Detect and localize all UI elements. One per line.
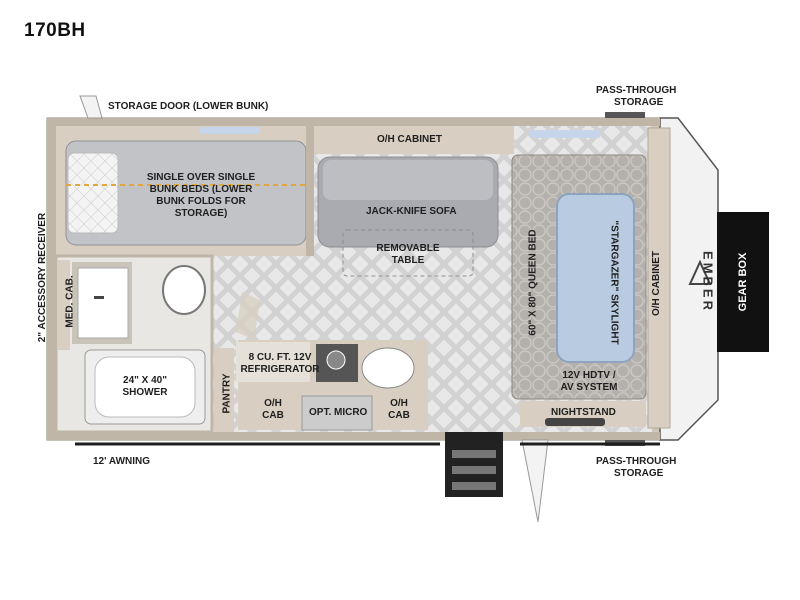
shower-label: 24" X 40" SHOWER bbox=[122, 375, 168, 398]
model-title: 170BH bbox=[24, 20, 86, 41]
bunk-beds-label: SINGLE OVER SINGLE BUNK BEDS (LOWER BUNK… bbox=[146, 172, 256, 219]
pass-through-bottom-line1: PASS-THROUGH bbox=[596, 456, 677, 467]
accessory-receiver-label: 2" ACCESSORY RECEIVER bbox=[37, 212, 49, 343]
removable-table bbox=[342, 229, 474, 277]
storage-door-label: STORAGE DOOR (LOWER BUNK) bbox=[108, 101, 269, 112]
brand-logo: EMBER bbox=[700, 251, 716, 313]
pass-through-bottom-line2: STORAGE bbox=[614, 468, 664, 479]
gear-box: GEAR BOX bbox=[717, 212, 769, 352]
oh-cabinet-right-label: O/H CABINET bbox=[651, 251, 662, 316]
pantry bbox=[214, 348, 234, 432]
oh-cabinet-right bbox=[647, 127, 671, 429]
stargazer-skylight bbox=[556, 193, 635, 363]
oh-cab-right-label: O/H CAB bbox=[388, 398, 410, 421]
kitchen-sink bbox=[361, 347, 415, 389]
jack-knife-sofa-label: JACK-KNIFE SOFA bbox=[366, 206, 457, 217]
pass-through-top-line1: PASS-THROUGH bbox=[596, 85, 677, 96]
hdtv-label: 12V HDTV / AV SYSTEM bbox=[560, 370, 618, 393]
nightstand-label: NIGHTSTAND bbox=[551, 407, 616, 418]
oh-cabinet-top-label: O/H CABINET bbox=[377, 134, 442, 145]
bunk-pillow bbox=[67, 152, 119, 234]
opt-micro-label: OPT. MICRO bbox=[309, 407, 368, 418]
refrigerator bbox=[236, 342, 310, 382]
skylight-label: "STARGAZER" SKYLIGHT bbox=[608, 220, 620, 345]
removable-table-label: REMOVABLE TABLE bbox=[376, 243, 440, 266]
entry-door bbox=[521, 439, 549, 523]
gear-box-label: GEAR BOX bbox=[737, 252, 749, 312]
awning-label: 12' AWNING bbox=[93, 456, 151, 467]
brand-chevron-icon bbox=[688, 259, 712, 285]
queen-bed-label: 60" X 80" QUEEN BED bbox=[527, 229, 539, 336]
oh-cab-left-label: O/H CAB bbox=[262, 398, 284, 421]
oh-cabinet-top bbox=[314, 126, 514, 154]
toilet bbox=[162, 265, 206, 315]
med-cab-label: MED. CAB. bbox=[64, 275, 76, 328]
pantry-label: PANTRY bbox=[221, 373, 233, 414]
refrigerator-label: 8 CU. FT. 12V REFRIGERATOR bbox=[240, 352, 320, 375]
opt-micro bbox=[301, 395, 373, 431]
storage-door bbox=[79, 95, 103, 119]
pass-through-top-line2: STORAGE bbox=[614, 97, 664, 108]
